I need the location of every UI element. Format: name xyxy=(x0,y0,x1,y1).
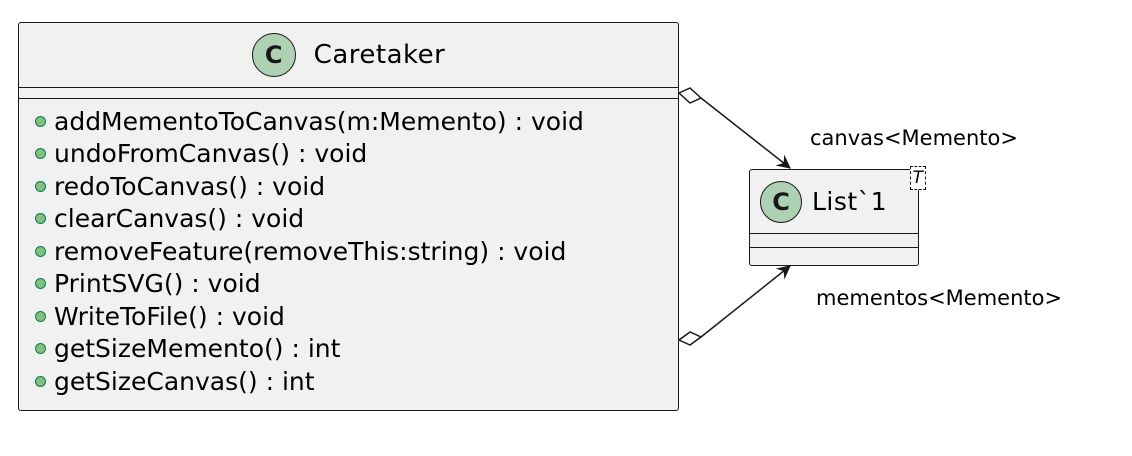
fields-compartment xyxy=(19,88,678,98)
relation-canvas xyxy=(677,87,791,169)
method-item: removeFeature(removeThis:string) : void xyxy=(35,235,678,268)
relation-mementos xyxy=(677,265,791,346)
class-icon: C xyxy=(760,180,802,223)
public-visibility-icon xyxy=(35,213,46,225)
class-list-header: C List`1 xyxy=(750,170,918,233)
public-visibility-icon xyxy=(35,245,46,257)
class-caretaker[interactable]: C Caretaker addMementoToCanvas(m:Memento… xyxy=(18,22,679,411)
method-item: redoToCanvas() : void xyxy=(35,170,678,203)
method-item: getSizeCanvas() : int xyxy=(35,365,678,398)
methods-compartment: addMementoToCanvas(m:Memento) : void und… xyxy=(19,99,678,398)
public-visibility-icon xyxy=(35,343,46,355)
method-signature: redoToCanvas() : void xyxy=(54,171,326,201)
divider xyxy=(19,87,678,88)
method-item: PrintSVG() : void xyxy=(35,268,678,301)
method-signature: getSizeMemento() : int xyxy=(54,334,341,364)
divider xyxy=(19,98,678,99)
method-item: clearCanvas() : void xyxy=(35,203,678,236)
method-signature: WriteToFile() : void xyxy=(54,301,285,331)
relation-line-canvas xyxy=(700,97,791,169)
aggregation-diamond-top xyxy=(677,87,703,104)
divider xyxy=(750,233,918,234)
method-item: getSizeMemento() : int xyxy=(35,333,678,366)
method-signature: removeFeature(removeThis:string) : void xyxy=(54,236,567,266)
type-parameter: T xyxy=(909,166,926,190)
method-item: addMementoToCanvas(m:Memento) : void xyxy=(35,105,678,138)
class-caretaker-header: C Caretaker xyxy=(19,23,678,87)
class-name-list: List`1 xyxy=(812,187,888,216)
public-visibility-icon xyxy=(35,148,46,160)
method-item: WriteToFile() : void xyxy=(35,300,678,333)
public-visibility-icon xyxy=(35,375,46,387)
divider xyxy=(750,247,918,248)
method-signature: getSizeCanvas() : int xyxy=(54,366,315,396)
public-visibility-icon xyxy=(35,278,46,290)
public-visibility-icon xyxy=(35,180,46,192)
fields-compartment xyxy=(750,234,918,247)
public-visibility-icon xyxy=(35,310,46,322)
method-item: undoFromCanvas() : void xyxy=(35,138,678,171)
method-signature: undoFromCanvas() : void xyxy=(54,139,368,169)
class-list[interactable]: T C List`1 xyxy=(749,166,926,266)
method-signature: PrintSVG() : void xyxy=(54,269,261,299)
class-name-caretaker: Caretaker xyxy=(313,40,446,70)
relation-line-mementos xyxy=(700,265,791,338)
relation-label-canvas: canvas<Memento> xyxy=(810,126,1018,150)
public-visibility-icon xyxy=(35,115,46,127)
aggregation-diamond-bottom xyxy=(677,331,703,346)
method-signature: addMementoToCanvas(m:Memento) : void xyxy=(54,106,584,136)
method-signature: clearCanvas() : void xyxy=(54,204,305,234)
relation-label-mementos: mementos<Memento> xyxy=(816,286,1063,310)
class-icon: C xyxy=(251,33,296,77)
